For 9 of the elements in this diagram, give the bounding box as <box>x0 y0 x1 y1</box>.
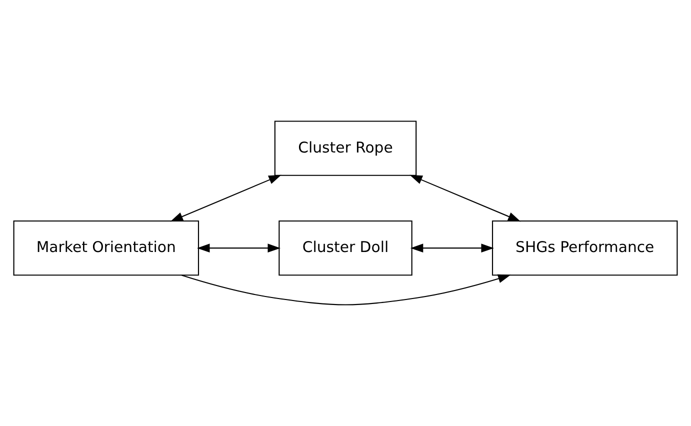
arrow <box>410 174 521 222</box>
node-box: Cluster Rope <box>274 120 417 176</box>
arrow <box>196 244 280 253</box>
node-box: SHGs Performance <box>492 220 678 276</box>
node-box: Market Orientation <box>13 220 200 276</box>
arrow <box>410 244 494 253</box>
arrow <box>182 274 511 306</box>
node-box: Cluster Doll <box>278 220 412 276</box>
arrow <box>170 174 282 222</box>
